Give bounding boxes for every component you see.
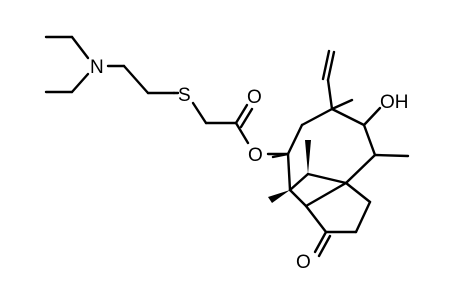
bond-c11-oh <box>362 106 382 127</box>
bond-c13-c12 <box>300 107 334 127</box>
ester-group <box>204 103 290 156</box>
bond-c1-c2 <box>288 188 308 208</box>
label-hydroxyl: OH <box>380 92 409 113</box>
bond-c14-c1 <box>286 152 292 192</box>
label-amine-nitrogen: N <box>90 57 104 78</box>
bond-chain-1 <box>122 64 150 95</box>
label-carbonyl-oxygen: O <box>247 87 262 108</box>
bond-c14-h <box>271 152 290 159</box>
bond-vinyl-1 <box>326 78 334 111</box>
bond-ethyl1-ch2-n <box>70 35 90 60</box>
thioethyl-linker <box>122 64 208 125</box>
bond-ketone-1 <box>313 230 328 254</box>
bond-c2-c3 <box>304 204 328 234</box>
label-thioether-sulfur: S <box>178 85 191 106</box>
bond-s-ch2 <box>191 101 208 125</box>
atom-labels: N S O O OH O <box>90 57 409 273</box>
bond-c12-methyl <box>330 98 354 111</box>
label-ester-oxygen: O <box>248 145 263 166</box>
bond-carbonyl-double-1 <box>234 103 249 125</box>
substituents <box>268 49 410 203</box>
bond-c2-c9 <box>304 181 348 208</box>
bond-c10-methyl <box>373 153 410 158</box>
bond-c4-c5 <box>354 200 372 234</box>
diethylamino-group <box>44 35 126 94</box>
label-ketone-oxygen: O <box>296 252 311 273</box>
bond-carbonyl-ester-o <box>234 121 250 145</box>
bond-c10-c9 <box>344 153 377 185</box>
bond-c11-c10 <box>362 123 377 157</box>
bond-ethyl2-ch2-n <box>70 72 90 94</box>
wedge-bridge-methyl <box>305 140 311 174</box>
wedge-c1-methyl <box>268 190 290 203</box>
bond-ketone-2 <box>317 234 332 258</box>
bond-vinyl-double-a <box>326 50 336 82</box>
tricyclic-core <box>286 107 377 258</box>
bond-c12-c11 <box>330 107 366 127</box>
bond-c1-bridge <box>288 172 310 192</box>
bond-bridge-c9 <box>306 172 348 185</box>
bond-vinyl-double-b <box>321 49 331 81</box>
bond-c14-c13 <box>286 123 304 156</box>
bond-c5-c9 <box>344 181 372 204</box>
bond-carbonyl-double-2 <box>239 107 254 129</box>
